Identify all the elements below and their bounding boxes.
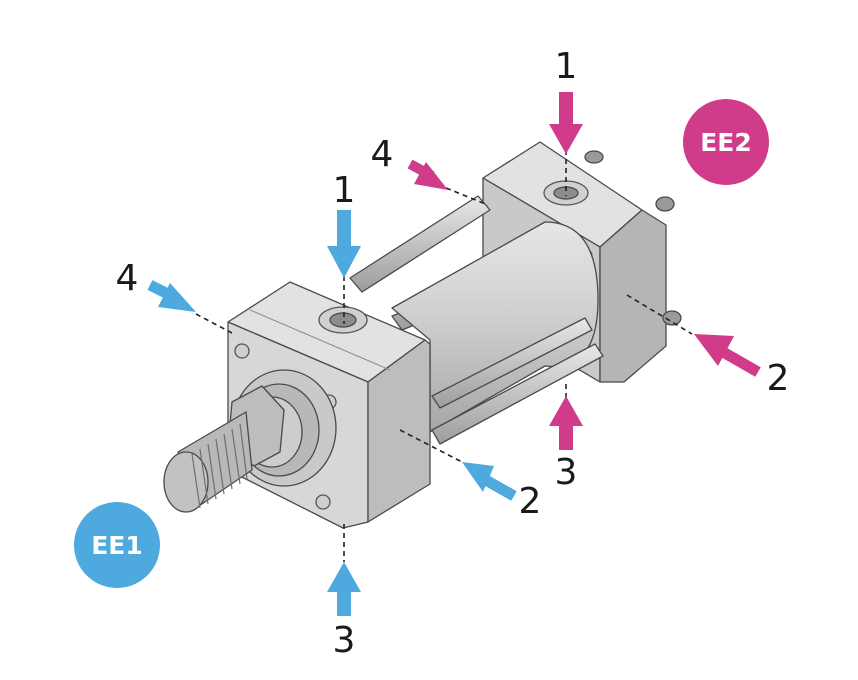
ee1-port4-arrow [147, 280, 196, 312]
ee1-port4-number: 4 [116, 258, 139, 299]
ee2-port1-number: 1 [555, 46, 578, 87]
ee1-arrows [147, 210, 517, 616]
threaded-rod-end [163, 411, 253, 513]
ee2-port3-arrow [549, 396, 583, 450]
ee2-port2-number: 2 [767, 358, 790, 399]
port-numbers: 1 4 2 3 1 4 2 3 [116, 46, 790, 661]
ee1-port-hole [318, 306, 368, 334]
ee2-badge-label: EE2 [700, 128, 752, 157]
ee2-port1-arrow [549, 92, 583, 154]
ee2-port-hole [543, 180, 589, 206]
cylinder-body [163, 141, 682, 529]
ee1-port1-number: 1 [333, 170, 356, 211]
ee2-port4-arrow [407, 159, 448, 190]
ee2-port2-arrow [694, 334, 761, 377]
ee1-port1-arrow [327, 210, 361, 278]
tie-rods-lower [431, 317, 604, 445]
ee1-port2-arrow [462, 462, 517, 501]
ee1-badge: EE1 [74, 502, 160, 588]
ee1-badge-label: EE1 [91, 531, 143, 560]
ee2-port3-number: 3 [555, 452, 578, 493]
port-center-lines [195, 150, 693, 562]
ee2-arrows [407, 92, 761, 450]
ee1-port3-number: 3 [333, 620, 356, 661]
ee2-badge: EE2 [683, 99, 769, 185]
ee1-port3-arrow [327, 562, 361, 616]
ee1-port2-number: 2 [519, 481, 542, 522]
ee2-port4-number: 4 [371, 134, 394, 175]
